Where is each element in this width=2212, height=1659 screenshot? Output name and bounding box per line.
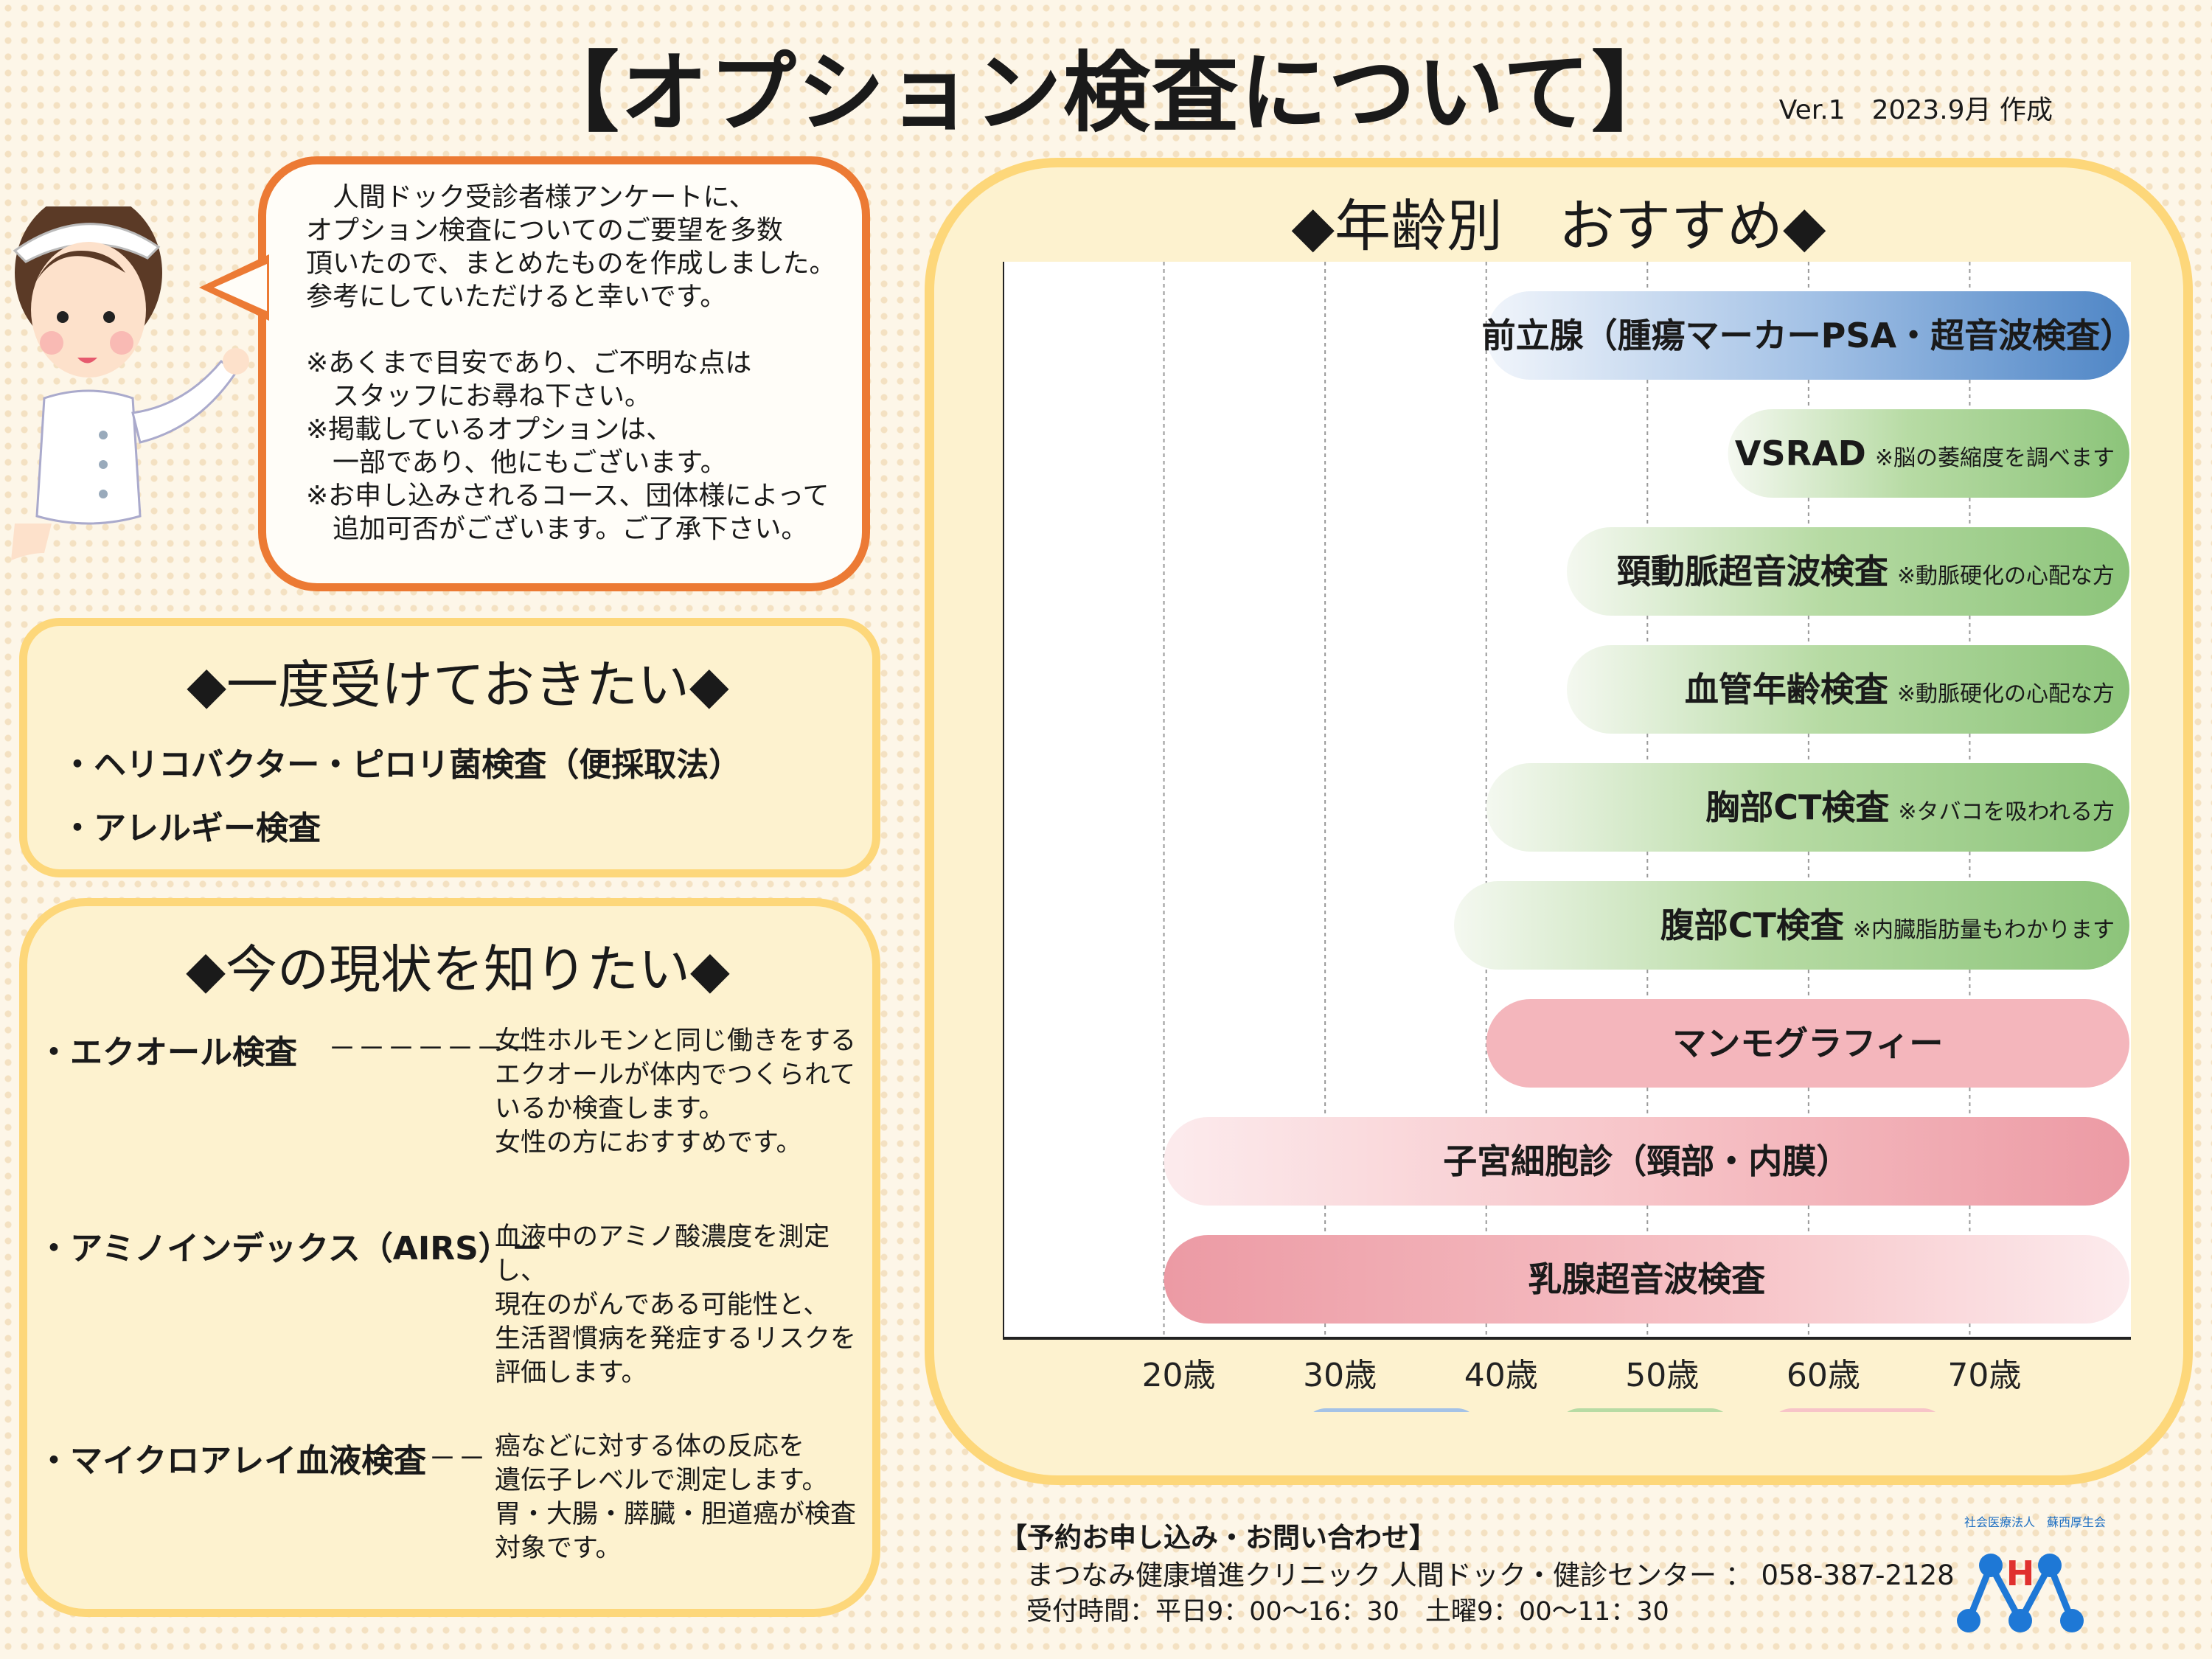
age-bar bbox=[1486, 763, 2129, 852]
age-bar bbox=[1454, 881, 2129, 970]
test-description: 血液中のアミノ酸濃度を測定し、 現在のがんである可能性と、 生活習慣病を発症する… bbox=[495, 1222, 857, 1388]
bar-label: 子宮細胞診（頸部・内膜） bbox=[1443, 1141, 1850, 1181]
list-item: ・ヘリコバクター・ピロリ菌検査（便採取法） bbox=[61, 746, 742, 784]
contact-heading: 【予約お申し込み・お問い合わせ】 bbox=[1000, 1522, 1436, 1554]
legend-swatch bbox=[1779, 1408, 1936, 1412]
legend-swatch bbox=[1567, 1408, 1724, 1412]
test-name: ・アミノインデックス（AIRS）－ bbox=[38, 1230, 543, 1267]
logo-letter: H bbox=[2006, 1554, 2035, 1593]
speech-bubble-tail-inner bbox=[214, 264, 267, 311]
list-item: ・アレルギー検査 bbox=[61, 810, 321, 847]
age-bar bbox=[1164, 1117, 2129, 1206]
test-description: 女性ホルモンと同じ働きをする エクオールが体内でつくられて いるか検査します。 … bbox=[495, 1026, 857, 1158]
age-bar bbox=[1164, 1235, 2129, 1324]
x-tick-label: 40歳 bbox=[1464, 1357, 1538, 1394]
bar-label: 乳腺超音波検査 bbox=[1528, 1259, 1765, 1299]
bar-label: 頸動脈超音波検査※動脈硬化の心配な方 bbox=[1617, 552, 2115, 591]
age-bar bbox=[1486, 291, 2129, 380]
logo-org-name: 社会医療法人 蘇西厚生会 bbox=[1964, 1515, 2106, 1529]
bar-label: 血管年齢検査※動脈硬化の心配な方 bbox=[1685, 669, 2115, 709]
age-bar bbox=[1567, 645, 2129, 734]
current-status-tests-box: ◆今の現状を知りたい◆ ・エクオール検査 －－－－－－－ 女性ホルモンと同じ働き… bbox=[19, 898, 880, 1617]
dash-leader: －－－－－－－ bbox=[328, 1032, 535, 1065]
x-tick-label: 60歳 bbox=[1787, 1357, 1860, 1394]
age-chart: 前立腺（腫瘍マーカーPSA・超音波検査） VSRAD※脳の萎縮度を調べます頸動脈超… bbox=[1003, 262, 2131, 1412]
age-bar bbox=[1567, 527, 2129, 616]
intro-text: 人間ドック受診者様アンケートに、 オプション検査についてのご要望を多数 頂いたの… bbox=[306, 182, 836, 544]
dash-leader: －－ bbox=[428, 1442, 488, 1475]
test-name: ・エクオール検査 bbox=[38, 1034, 297, 1071]
box-title: ◆今の現状を知りたい◆ bbox=[186, 939, 730, 1000]
x-tick-label: 70歳 bbox=[1947, 1357, 2021, 1394]
bar-label: マンモグラフィー bbox=[1672, 1023, 1943, 1063]
age-bar bbox=[1486, 999, 2129, 1088]
x-tick-label: 20歳 bbox=[1142, 1357, 1216, 1394]
legend-swatch bbox=[1313, 1408, 1470, 1412]
test-description: 癌などに対する体の反応を 遺伝子レベルで測定します。 胃・大腸・膵臓・胆道癌が検… bbox=[495, 1432, 857, 1563]
age-bar bbox=[1728, 409, 2129, 498]
contact-hours: 受付時間：平日9：00～16：30 土曜9：00～11：30 bbox=[1026, 1597, 1669, 1627]
bar-label: 胸部CT検査※タバコを吸われる方 bbox=[1705, 787, 2115, 827]
bar-label: 前立腺（腫瘍マーカーPSA・超音波検査） bbox=[1482, 316, 2131, 355]
contact-clinic-phone: まつなみ健康増進クリニック 人間ドック・健診センター ： 058-387-212… bbox=[1026, 1559, 1955, 1591]
nurse-illustration bbox=[11, 206, 249, 560]
x-tick-label: 50歳 bbox=[1625, 1357, 1699, 1394]
bar-label: VSRAD※脳の萎縮度を調べます bbox=[1735, 434, 2115, 473]
page-title: 【オプション検査について】 bbox=[532, 42, 1680, 144]
x-tick-label: 30歳 bbox=[1303, 1357, 1377, 1394]
test-name: ・マイクロアレイ血液検査 bbox=[38, 1442, 427, 1480]
panel-title: ◆年齢別 おすすめ◆ bbox=[1291, 193, 1826, 259]
must-have-tests-box: ◆一度受けておきたい◆ ・ヘリコバクター・ピロリ菌検査（便採取法） ・アレルギー… bbox=[19, 618, 880, 877]
version-label: Ver.1 2023.9月 作成 bbox=[1778, 95, 2053, 125]
clinic-logo: 社会医療法人 蘇西厚生会 H bbox=[1957, 1515, 2106, 1632]
bar-label: 腹部CT検査※内臓脂肪量もわかります bbox=[1660, 905, 2115, 945]
box-title: ◆一度受けておきたい◆ bbox=[187, 655, 729, 715]
speech-bubble bbox=[258, 156, 870, 591]
